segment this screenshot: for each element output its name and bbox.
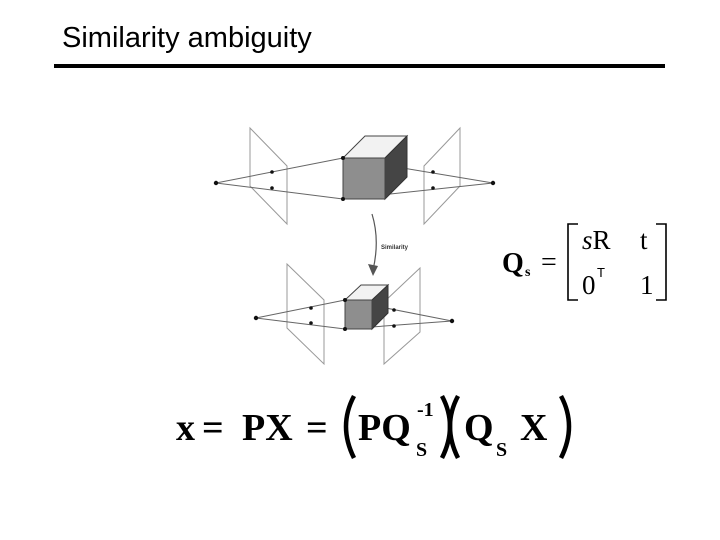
similarity-arrowhead xyxy=(368,264,378,276)
lower-scene xyxy=(253,262,455,366)
left-image-plane-lower xyxy=(286,262,325,366)
matrix-cell-21: 0 xyxy=(582,270,596,300)
points-upper xyxy=(213,156,496,201)
eq-PX: PX xyxy=(242,407,293,449)
eq-inverse-superscript: -1 xyxy=(417,399,434,421)
camera-diagram: Similarity xyxy=(213,126,496,366)
eq-equals-1: = xyxy=(202,407,224,449)
slide-title: Similarity ambiguity xyxy=(62,22,312,54)
matrix-cell-11: sR xyxy=(582,225,611,255)
eq-close-paren-2 xyxy=(558,394,572,460)
eq-subscript-S-1: S xyxy=(416,439,427,461)
eq-X: X xyxy=(520,407,547,449)
matrix-right-bracket xyxy=(656,223,667,301)
eq-Q: Q xyxy=(464,407,494,449)
similarity-label: Similarity xyxy=(381,245,409,251)
cube-front-lower xyxy=(344,299,373,330)
matrix-lhs-subscript: s xyxy=(525,265,531,280)
cube-front-upper xyxy=(342,157,386,200)
title-underline xyxy=(54,64,665,68)
eq-open-paren-1 xyxy=(343,394,357,460)
matrix-lhs-Q: Q xyxy=(502,248,524,279)
upper-scene xyxy=(213,126,496,226)
eq-open-paren-2 xyxy=(447,394,461,460)
eq-equals-2: = xyxy=(306,407,328,449)
left-image-plane-upper xyxy=(249,126,288,226)
matrix-cell-21-superscript: T xyxy=(597,265,605,280)
eq-PQ: PQ xyxy=(358,407,411,449)
matrix-cell-12: t xyxy=(640,225,648,255)
similarity-matrix-equation: Q s = sR t 0 T 1 xyxy=(502,223,667,301)
matrix-cell-22: 1 xyxy=(640,270,654,300)
eq-subscript-S-2: S xyxy=(496,439,507,461)
matrix-equals: = xyxy=(541,247,557,278)
right-image-plane-lower xyxy=(383,266,421,366)
projection-equation: x = PX = PQ -1 S Q S X xyxy=(176,394,572,461)
right-image-plane-upper xyxy=(423,126,461,226)
similarity-arrow xyxy=(371,213,377,271)
points-lower xyxy=(253,298,455,331)
eq-x: x xyxy=(176,407,195,449)
matrix-left-bracket xyxy=(567,223,578,301)
